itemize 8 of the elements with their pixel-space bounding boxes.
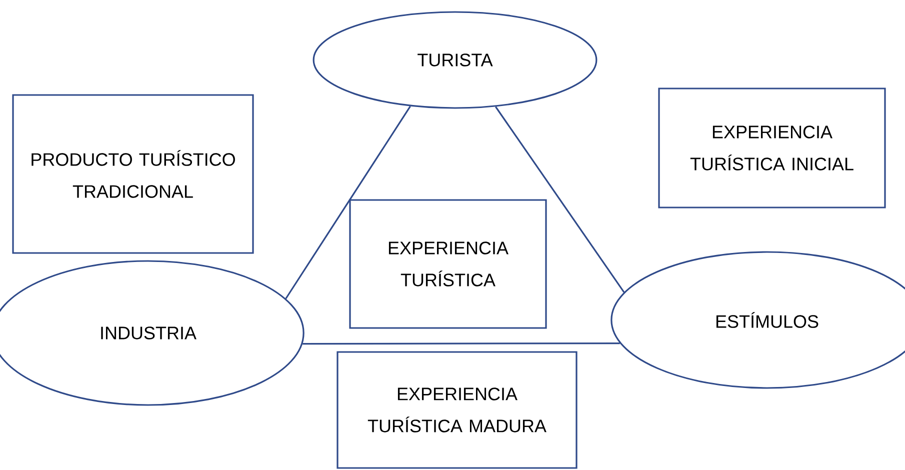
connector-line [302,342,620,345]
text-box: EXPERIENCIA TURÍSTICA MADURA [336,351,578,469]
ellipse-node: TURISTA [312,11,598,109]
text-box: EXPERIENCIA TURÍSTICA [349,199,547,329]
connector-line [285,106,411,300]
connector-line [495,106,625,293]
text-box: PRODUCTO TURÍSTICO TRADICIONAL [12,94,254,254]
text-box: EXPERIENCIA TURÍSTICA INICIAL [658,88,886,208]
